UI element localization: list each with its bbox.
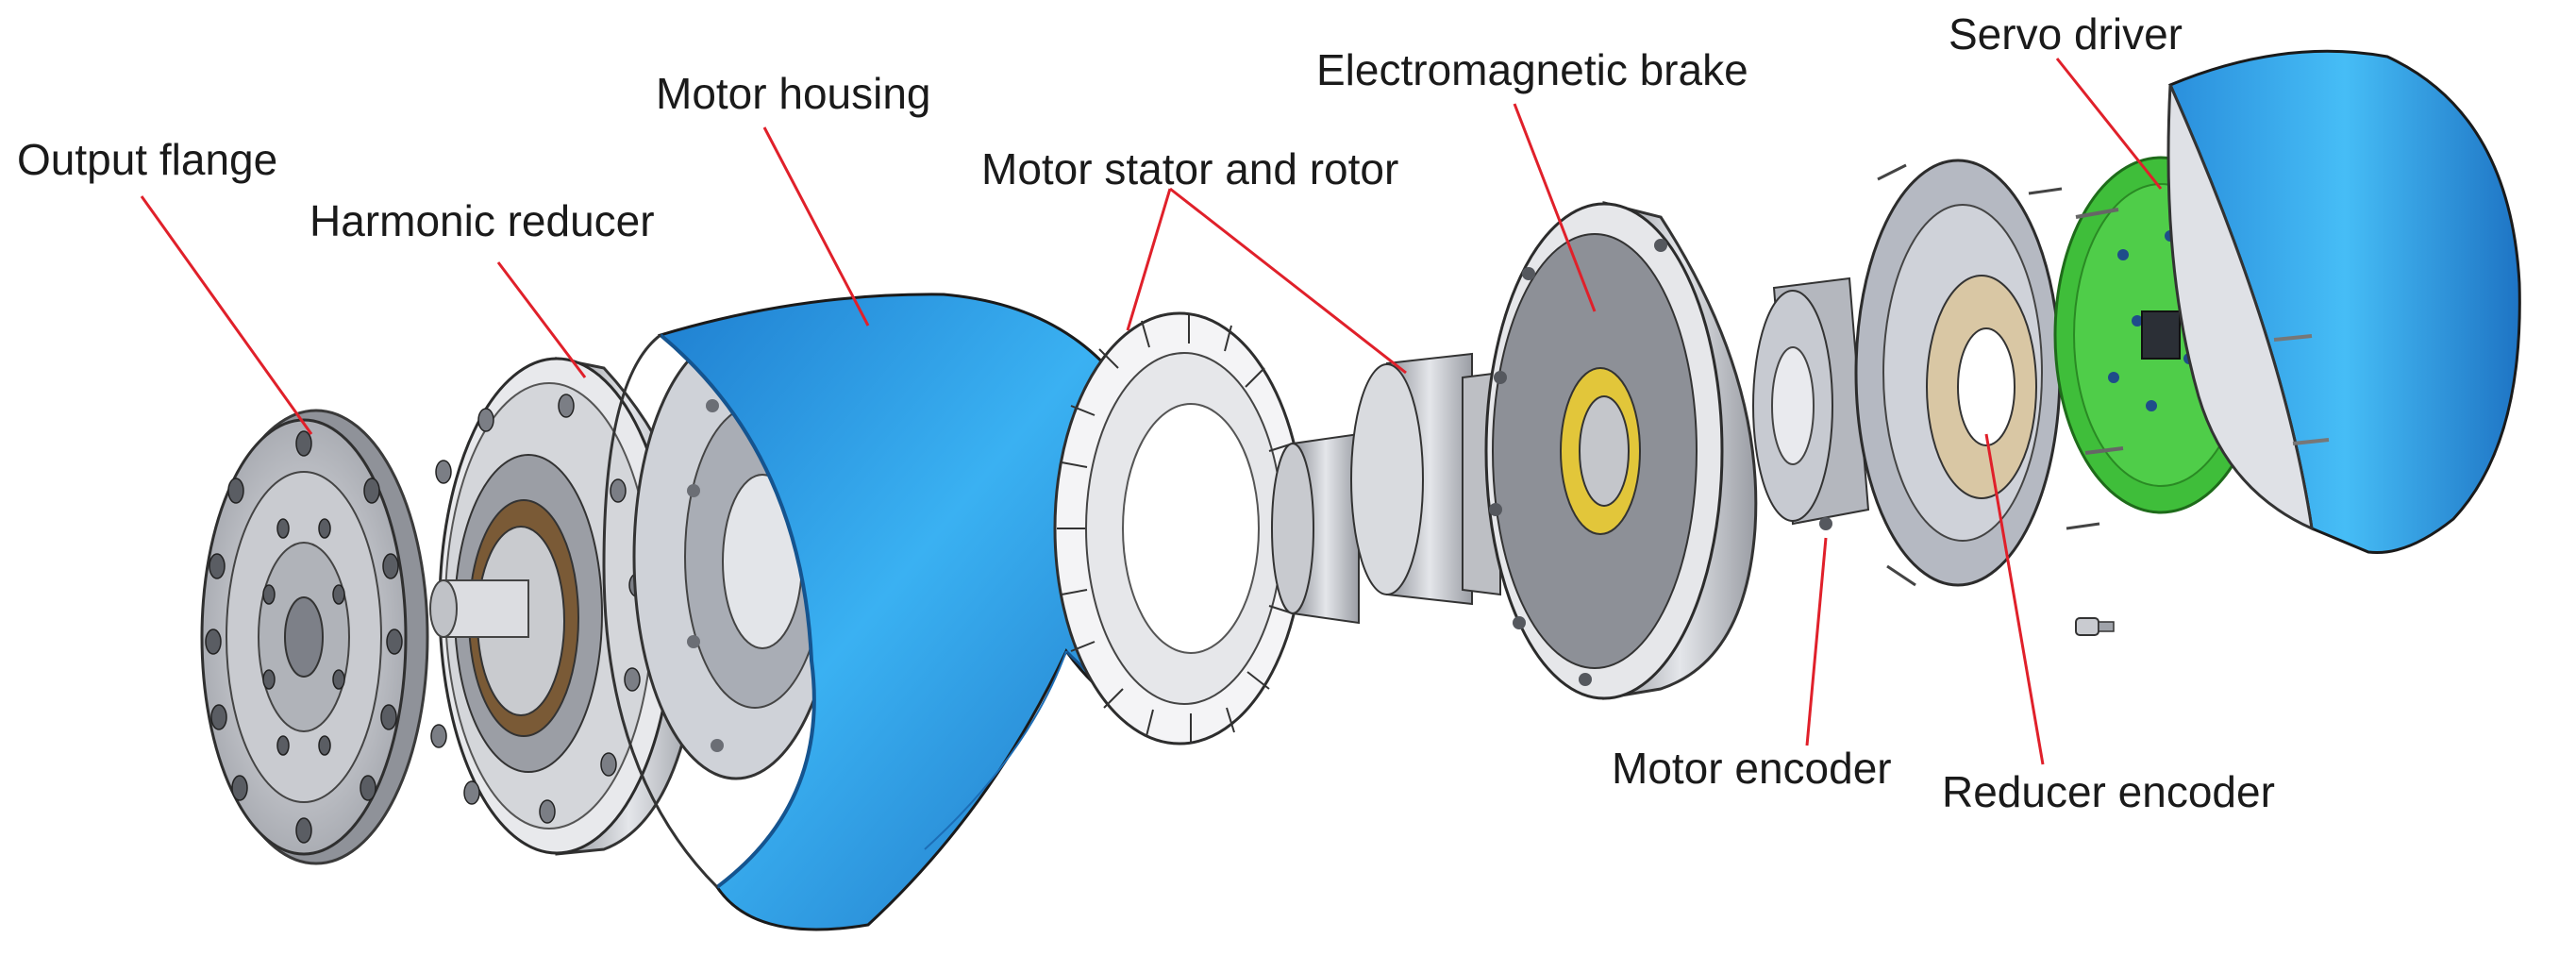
leader-reducer-encoder (1984, 433, 2045, 765)
label-motor-stator-rotor: Motor stator and rotor (981, 144, 1398, 193)
label-output-flange: Output flange (17, 135, 277, 184)
label-electromagnetic-brake: Electromagnetic brake (1316, 45, 1748, 94)
leader-rotor (1169, 187, 1407, 375)
motor-housing-part (602, 293, 1191, 931)
leader-brake (1513, 103, 1597, 312)
leader-motor-housing (762, 126, 870, 327)
rear-cover-part (2166, 49, 2521, 555)
label-reducer-encoder: Reducer encoder (1942, 767, 2275, 816)
motor-encoder-part (1752, 277, 1870, 530)
reducer-encoder-part (1854, 159, 2100, 587)
leader-stator (1126, 188, 1172, 331)
label-servo-driver: Servo driver (1949, 9, 2183, 59)
screw-part (2075, 617, 2115, 636)
leader-motor-encoder (1805, 537, 1828, 746)
electromagnetic-brake-part (1484, 201, 1758, 700)
leader-output-flange (140, 195, 313, 435)
leader-harmonic-reducer (496, 261, 587, 378)
motor-stator-part (1053, 311, 1306, 746)
labels: Output flange Harmonic reducer Motor hou… (17, 9, 2275, 816)
leader-servo-driver (2055, 58, 2163, 190)
label-motor-encoder: Motor encoder (1612, 744, 1892, 793)
leader-lines (140, 58, 2163, 765)
label-harmonic-reducer: Harmonic reducer (309, 196, 655, 245)
label-motor-housing: Motor housing (656, 69, 931, 118)
output-flange-part (200, 409, 429, 865)
